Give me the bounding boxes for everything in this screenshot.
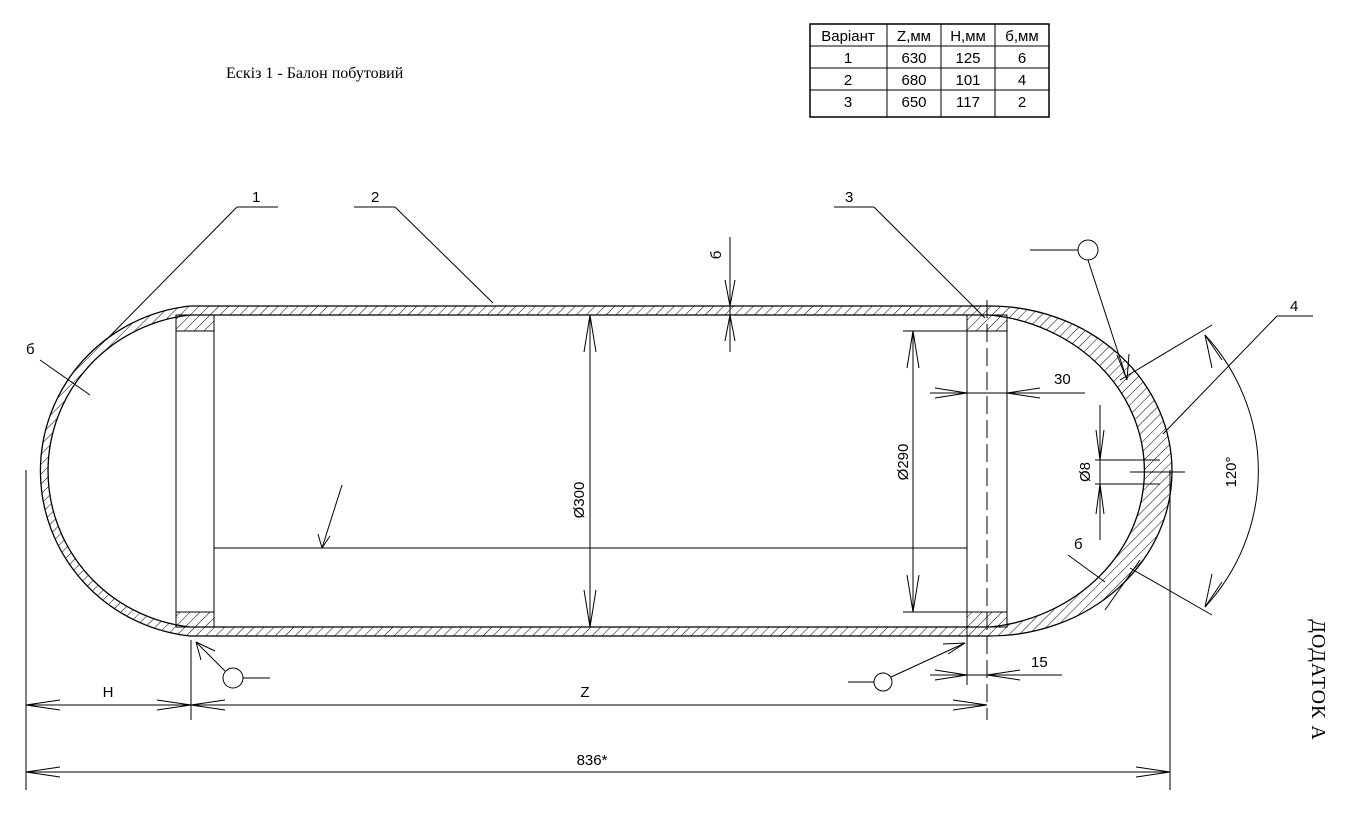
- dim-top-wall: б: [708, 237, 745, 352]
- table-cell: 125: [955, 50, 980, 67]
- svg-text:3: 3: [845, 189, 853, 206]
- svg-text:H: H: [103, 684, 114, 701]
- table-cell: 117: [956, 94, 980, 111]
- right-ring: [966, 300, 1008, 720]
- dim-hole: Ø8: [1077, 405, 1185, 540]
- callout-1: 1: [105, 189, 278, 341]
- table-cell: 680: [901, 72, 926, 89]
- callout-2: 2: [354, 189, 494, 304]
- svg-text:2: 2: [371, 189, 379, 206]
- dim-total: 836*: [25, 470, 1171, 790]
- svg-text:Ø300: Ø300: [571, 482, 588, 519]
- svg-text:4: 4: [1290, 298, 1298, 315]
- callout-4: 4: [1162, 298, 1313, 435]
- table-cell: 650: [901, 94, 926, 111]
- svg-text:836*: 836*: [577, 752, 608, 769]
- table-cell: 6: [1018, 50, 1026, 67]
- table-cell: 4: [1018, 72, 1026, 89]
- svg-text:15: 15: [1031, 654, 1048, 671]
- svg-text:Z: Z: [580, 684, 589, 701]
- svg-text:б: б: [26, 341, 35, 358]
- dim-right-wall: б: [1067, 536, 1141, 611]
- svg-text:120°: 120°: [1223, 456, 1240, 487]
- svg-text:Ø290: Ø290: [895, 444, 912, 481]
- svg-text:Ø8: Ø8: [1077, 462, 1094, 482]
- dim-z: Z: [190, 684, 988, 711]
- callout-3: 3: [834, 189, 986, 319]
- sketch-title: Ескіз 1 - Балон побутовий: [226, 65, 404, 82]
- variants-table: Варіант Z,мм H,мм б,мм 1 630 125 6 2 680 101 4 3 650 1…: [809, 23, 1050, 118]
- seam-leader: [321, 484, 343, 549]
- dim-inner-diameter: Ø290: [895, 330, 970, 613]
- table-cell: 630: [901, 50, 926, 67]
- appendix-label: ДОДАТОК А: [1307, 619, 1329, 741]
- table-cell: 1: [844, 50, 852, 67]
- dim-left-wall: б: [26, 341, 91, 396]
- left-ring: [175, 314, 215, 628]
- table-header-cell: Варіант: [821, 28, 875, 45]
- table-cell: 2: [844, 72, 852, 89]
- table-cell: 3: [844, 94, 852, 111]
- table-cell: 101: [955, 72, 980, 89]
- dim-ring-width: 30: [930, 371, 1085, 399]
- table-header-cell: Z,мм: [897, 28, 931, 45]
- dim-angle: 120°: [1119, 324, 1259, 616]
- weld-symbol-top-right: [1030, 239, 1130, 381]
- table-header-cell: б,мм: [1005, 28, 1038, 45]
- svg-text:б: б: [1074, 536, 1083, 553]
- dim-outer-diameter: Ø300: [571, 314, 597, 628]
- dim-ring-gap: 15: [930, 654, 1062, 681]
- dim-h: H: [25, 470, 192, 790]
- weld-symbol-bottom-right: [848, 642, 966, 692]
- svg-text:30: 30: [1054, 371, 1071, 388]
- weld-symbol-bottom-left: [195, 641, 270, 689]
- table-cell: 2: [1018, 94, 1026, 111]
- svg-text:б: б: [708, 251, 725, 260]
- cylinder-body: [39, 305, 1173, 637]
- table-header-cell: H,мм: [950, 28, 986, 45]
- svg-text:1: 1: [252, 189, 260, 206]
